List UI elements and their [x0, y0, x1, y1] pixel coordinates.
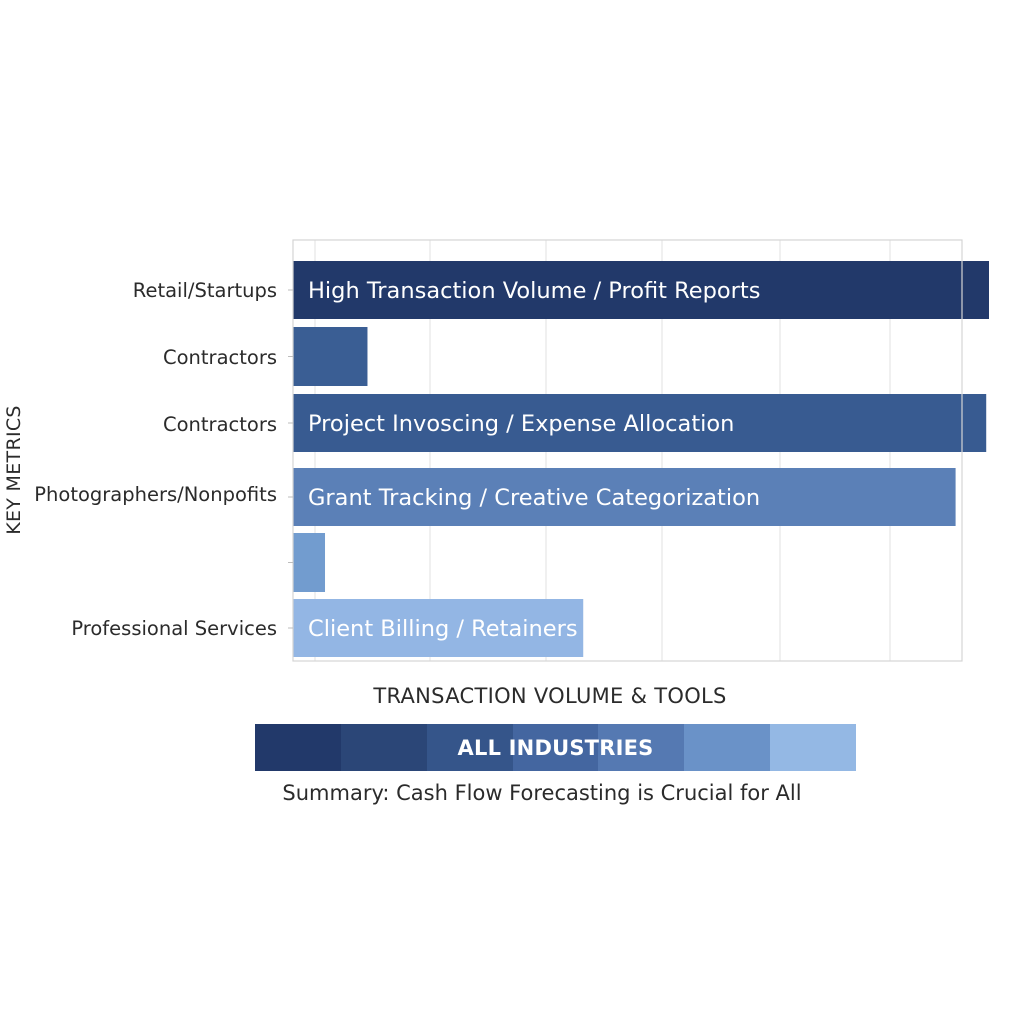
legend-segment-0 — [255, 724, 341, 771]
bar-label-3: Grant Tracking / Creative Categorization — [308, 485, 760, 511]
legend-segment-6 — [770, 724, 856, 771]
category-label-0: Retail/Startups — [133, 279, 277, 302]
bar-5 — [293, 599, 584, 657]
legend-label: ALL INDUSTRIES — [457, 735, 654, 760]
legend-segment-2 — [426, 724, 513, 771]
y-axis-title-text: KEY METRICS — [3, 405, 25, 535]
category-label-1: Contractors — [163, 346, 277, 369]
legend-segment-3 — [512, 724, 599, 771]
category-label-3: Photographers/Nonpofits — [34, 483, 277, 506]
bar-label-2: Project Invoscing / Expense Allocation — [308, 411, 734, 437]
category-label-2: Contractors — [163, 413, 277, 436]
bar-0 — [293, 261, 989, 319]
legend-segment-1 — [340, 724, 427, 771]
bar-2 — [293, 394, 987, 452]
legend-segment-5 — [684, 724, 771, 771]
bar-label-5: Client Billing / Retainers — [308, 616, 578, 642]
category-label-5: Professional Services — [71, 617, 277, 640]
summary-text: Summary: Cash Flow Forecasting is Crucia… — [282, 781, 802, 805]
bar-3 — [293, 468, 956, 526]
bar-label-0: High Transaction Volume / Profit Reports — [308, 278, 760, 304]
bar-4 — [293, 533, 326, 592]
bar-layer: High Transaction Volume / Profit Reports… — [293, 261, 989, 657]
bar-1 — [293, 327, 368, 386]
legend-segment-4 — [598, 724, 685, 771]
legend-gradient-strip: ALL INDUSTRIES — [255, 724, 856, 771]
x-axis-title: TRANSACTION VOLUME & TOOLS — [373, 684, 727, 708]
axis-layer: Retail/StartupsContractorsContractorsPho… — [34, 239, 963, 662]
plot-frame — [292, 239, 963, 662]
